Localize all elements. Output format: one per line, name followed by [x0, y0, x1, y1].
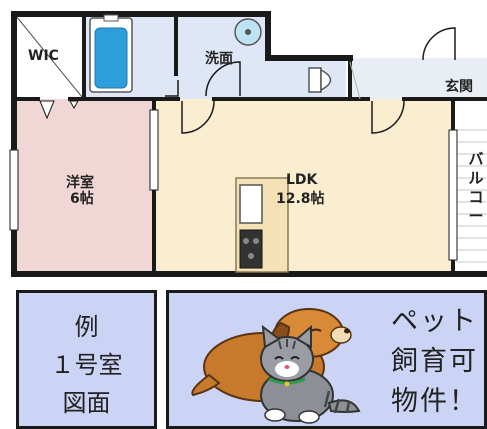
info-line-3: 図面: [62, 389, 111, 417]
entrance-label: 玄関: [445, 79, 473, 95]
toilet: [308, 67, 332, 93]
wic-label: WIC: [28, 48, 59, 64]
wic-diagonal: [15, 15, 83, 98]
washroom-label: 洗面: [205, 51, 233, 67]
pet-line-2: 飼育可: [391, 346, 478, 377]
western-room-size: 6帖: [70, 191, 94, 207]
ldk-door-left: [181, 100, 215, 134]
kitchen-stove: [239, 229, 263, 269]
washroom-bath-door: [165, 80, 179, 97]
info-panel: 例 １号室 図面: [16, 290, 157, 429]
entrance-door: [422, 27, 456, 61]
entrance-floor: [350, 58, 487, 99]
pet-line-1: ペット: [391, 306, 478, 337]
toilet-floor: [268, 58, 346, 99]
ldk-name: LDK: [286, 172, 318, 188]
ldk-floor: [154, 99, 453, 274]
dog-cat-illustration: [191, 308, 361, 424]
western-room-name: 洋室: [66, 175, 94, 191]
floor-plan-lines: [9, 11, 487, 277]
pet-line-3: 物件！: [391, 386, 478, 417]
balcony-floor: [453, 118, 487, 274]
pet-panel: ペット 飼育可 物件！: [166, 290, 487, 429]
kitchen-sink: [239, 184, 263, 224]
ldk-size: 12.8帖: [276, 191, 325, 207]
ldk-door-right: [371, 100, 405, 134]
washroom-door: [205, 61, 241, 97]
western-room-floor: [14, 99, 154, 274]
cat-head: [260, 336, 314, 382]
info-line-1: 例: [74, 313, 99, 341]
info-line-2: １号室: [50, 351, 123, 379]
balcony-label: バルコー: [468, 150, 484, 225]
